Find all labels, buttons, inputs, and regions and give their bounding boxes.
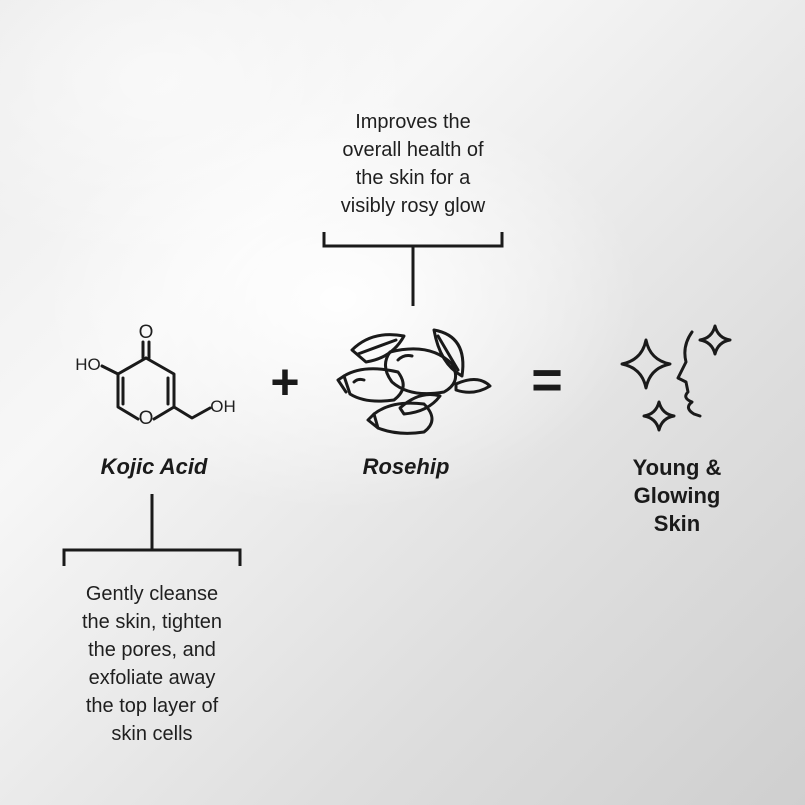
result-label: Young & Glowing Skin (632, 455, 722, 536)
rosehip-benefit-text: Improves the overall health of the skin … (340, 111, 486, 217)
atom-o-top: O (138, 322, 154, 343)
plus-sign: + (270, 354, 300, 410)
equals-sign: = (531, 350, 563, 410)
atom-ho: HO (75, 355, 101, 374)
kojic-benefit-text: Gently cleanse the skin, tighten the por… (81, 583, 223, 745)
kojic-acid-label: Kojic Acid (100, 454, 208, 479)
atom-o-ring: O (138, 408, 154, 429)
atom-oh: OH (210, 397, 236, 416)
rosehip-label: Rosehip (362, 454, 450, 479)
